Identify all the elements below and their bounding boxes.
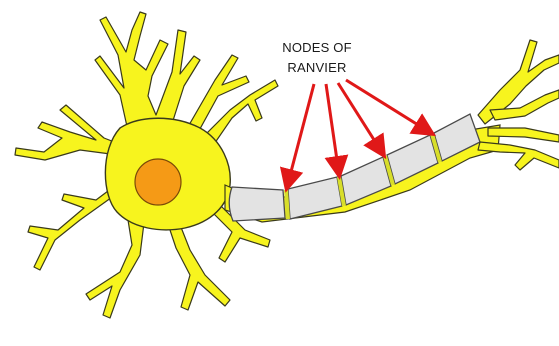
label-line-1: NODES OF <box>262 38 372 58</box>
arrow <box>346 80 431 133</box>
nodes-of-ranvier-label: NODES OF RANVIER <box>262 38 372 78</box>
arrow <box>338 83 383 154</box>
arrow <box>287 84 314 187</box>
nucleus <box>135 159 181 205</box>
axon-terminal <box>478 40 559 170</box>
label-line-2: RANVIER <box>262 58 372 78</box>
myelin-segment <box>229 187 285 221</box>
arrow <box>326 84 339 174</box>
node-of-ranvier <box>286 190 288 219</box>
